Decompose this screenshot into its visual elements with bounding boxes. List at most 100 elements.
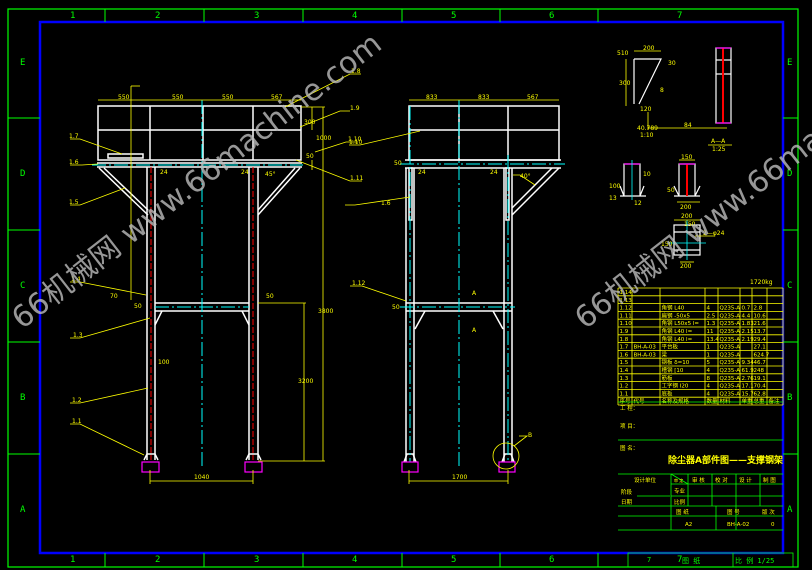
section-mark: A	[472, 327, 477, 334]
table-cell-unit: 2.19	[742, 337, 755, 343]
detail-drawings: 200 510 300 30 8 120 40.789 1:10 84 A—A …	[609, 45, 732, 270]
detail-dim: 200	[680, 263, 692, 270]
table-cell-mat: Q235-A	[720, 360, 741, 366]
detail-dim: 40.789	[637, 125, 658, 132]
table-cell-qty: 4	[707, 368, 711, 374]
table-cell-total: 46.7	[754, 360, 767, 366]
dim-right-2: 1000	[316, 135, 331, 142]
grid-column-label: 4	[352, 11, 357, 21]
table-cell-mat: Q235-A	[720, 337, 741, 343]
table-cell-no: 1.3	[620, 376, 629, 382]
sheet-label: 图 纸	[676, 508, 689, 516]
part-label: 1.9	[350, 105, 360, 112]
table-cell-no: 1.5	[620, 360, 629, 366]
dim-top-3: 550	[222, 94, 234, 101]
part-label: 1.7	[69, 133, 79, 140]
dim-right-1: 300	[304, 119, 316, 126]
angle: 45°	[265, 171, 276, 178]
detail-dim: 12	[634, 200, 642, 207]
detail-mark: B	[528, 432, 532, 439]
grid-row-label: D	[787, 169, 792, 179]
part-label: 1.12	[352, 280, 366, 287]
col-approve: 审 定	[674, 477, 683, 483]
grid-column-label: 7	[677, 555, 682, 565]
table-cell-total: 10.6	[754, 313, 767, 319]
dim-top-1: 550	[118, 94, 130, 101]
table-cell-mat: Q235-A	[720, 329, 741, 335]
table-cell-mat: Q235-A	[720, 352, 741, 358]
table-cell-name: 筋板	[662, 374, 674, 382]
part-label: 1.2	[72, 397, 82, 404]
grid-row-label: D	[20, 169, 25, 179]
col-review: 审 核	[692, 476, 705, 484]
dim-bottom: 1040	[194, 474, 209, 481]
table-cell-no: 1.4	[620, 368, 629, 374]
dim-right-4: 3800	[318, 308, 333, 315]
item-label: 项 目：	[620, 423, 638, 430]
detail-dim: 120	[640, 106, 652, 113]
grid-row-label: C	[787, 281, 792, 291]
front-view: 550 550 550 567 1040 300 1000 50 3800 32…	[69, 68, 364, 484]
drawing-name-label: 图 名：	[620, 444, 638, 452]
table-cell-name: 角钢 L40	[662, 304, 685, 312]
part-label: 1.6	[69, 159, 79, 166]
note: 24	[490, 169, 498, 176]
side-view: 833 833 567 1700 1.10 1.6 1.12 A A B 40°…	[345, 94, 565, 484]
detail-dim: 510	[617, 50, 629, 57]
table-cell-mat: Q235-A	[720, 306, 741, 312]
detail-dim: 10	[643, 171, 651, 178]
col-design: 设 计	[739, 476, 752, 484]
table-cell-name: 梁	[662, 350, 668, 358]
side-view-dims: 833 833 567 1700 1.10 1.6 1.12 A A B 40°…	[349, 94, 539, 481]
table-cell-qty: 8	[707, 376, 711, 382]
table-header-no: 序号	[620, 397, 632, 405]
table-cell-unit: 9.34	[742, 360, 755, 366]
table-cell-mat: Q235-A	[720, 376, 741, 382]
grid-column-label: 2	[155, 11, 160, 21]
drawing-no-label: 图 号	[727, 508, 740, 516]
stage-label: 阶段	[621, 488, 633, 496]
detail-dim: 8	[660, 87, 664, 94]
grid-column-label: 6	[549, 555, 554, 565]
note: 70	[110, 293, 118, 300]
table-cell-total: 624.7	[754, 352, 770, 358]
detail-dim: 2—φ24	[703, 230, 725, 237]
detail-dim: 100	[609, 183, 621, 190]
note: 100	[158, 359, 170, 366]
frame-grid-ticks	[8, 9, 798, 567]
table-cell-mat: Q235-A	[720, 313, 741, 319]
detail-dim: 200	[680, 204, 692, 211]
table-cell-name: 扁钢 -50x5	[662, 311, 691, 319]
front-view-dims: 550 550 550 567 1040 300 1000 50 3800 32…	[69, 68, 364, 481]
part-label: 1.11	[350, 175, 364, 182]
table-cell-mat: Q235-A	[720, 391, 741, 397]
grid-column-label: 6	[549, 11, 554, 21]
table-cell-unit: 1.83	[742, 321, 755, 327]
note: 24	[418, 169, 426, 176]
table-cell-no: 1.11	[620, 313, 632, 319]
table-cell-mat: Q235-A	[720, 321, 741, 327]
table-cell-name: 底板	[662, 389, 674, 397]
note: 50	[394, 160, 402, 167]
table-cell-no: 1.8	[620, 337, 629, 343]
table-cell-no: 1.7	[620, 345, 629, 351]
table-cell-code: BH-A-03	[634, 345, 657, 351]
table-cell-name: 角钢 L40 l=	[662, 327, 693, 335]
drawing-no: BH-A-02	[727, 522, 749, 528]
table-cell-unit: 2.15	[742, 329, 755, 335]
table-cell-unit: 17.1	[742, 384, 754, 390]
grid-column-label: 1	[70, 11, 75, 21]
table-cell-mat: Q235-A	[720, 384, 741, 390]
grid-row-label: C	[20, 281, 25, 291]
grid-row-label: E	[20, 58, 25, 68]
part-label: 1.1	[72, 418, 82, 425]
table-cell-no: 1.1	[620, 391, 629, 397]
table-cell-mat: Q235-A	[720, 368, 741, 374]
grid-column-label: 5	[451, 555, 456, 565]
table-cell-total: 19.1	[754, 376, 766, 382]
table-header-note: 备注	[769, 397, 781, 405]
drawing-title: 除尘器A部件图——支撑钢架	[668, 454, 783, 466]
part-label: 1.10	[348, 136, 362, 143]
